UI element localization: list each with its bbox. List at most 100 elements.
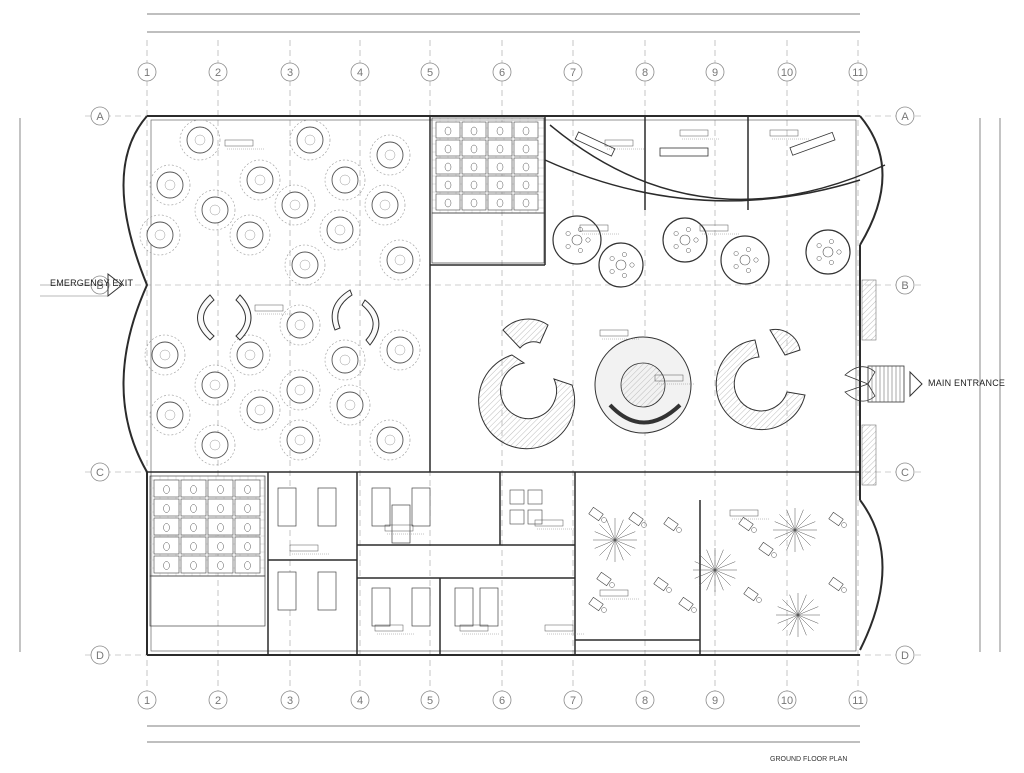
round-dining-table — [324, 159, 366, 201]
grid-bubble-col-label: 9 — [712, 695, 718, 707]
grid-bubble-col-label: 6 — [499, 67, 505, 79]
toilet-stall — [435, 157, 461, 175]
round-dining-table — [149, 164, 191, 206]
grid-bubble-col — [420, 62, 440, 82]
room-tag — [604, 139, 645, 150]
building-outline — [122, 115, 884, 656]
toilet-stall — [487, 139, 513, 157]
grid-bubble-row — [90, 645, 110, 665]
workstation — [678, 596, 697, 613]
toilet-stall — [461, 175, 487, 193]
discussion-pod — [805, 229, 851, 275]
grid-bubble-col-label: 8 — [642, 67, 648, 79]
grid-bubble-col — [705, 690, 725, 710]
planter — [693, 548, 737, 592]
toilet-stall — [180, 479, 207, 498]
grid-bubble-col-label: 7 — [570, 695, 576, 707]
toilet-stall — [461, 157, 487, 175]
toilet-stalls-upper — [435, 121, 539, 211]
toilet-stall — [234, 498, 261, 517]
workstation — [653, 576, 672, 593]
toilet-stall — [435, 121, 461, 139]
grid-bubble-row-label: C — [96, 467, 104, 479]
discussion-pod — [552, 215, 602, 265]
room-tag — [769, 129, 810, 140]
toilet-stall — [180, 498, 207, 517]
room-tag — [599, 589, 640, 600]
toilet-stall — [487, 157, 513, 175]
grid-bubble-col — [777, 690, 797, 710]
room-tag — [679, 129, 720, 140]
curved-meeting-wall — [544, 124, 886, 202]
grid-bubble-row-label: C — [901, 467, 909, 479]
grid-bubble-row-label: A — [901, 111, 909, 123]
workstation — [588, 596, 607, 613]
grid-bubble-row — [90, 462, 110, 482]
room-tag — [579, 224, 620, 235]
toilet-stall — [180, 517, 207, 536]
grid-bubble-row-label: A — [96, 111, 104, 123]
main-entrance-arrow — [909, 370, 923, 398]
main-entrance-stair — [844, 365, 905, 403]
main-entrance-label: MAIN ENTRANCE — [928, 378, 1006, 388]
grid-bubble-row — [90, 106, 110, 126]
round-dining-table — [279, 304, 321, 346]
round-dining-table — [369, 419, 411, 461]
toilet-stall — [153, 479, 180, 498]
room-tag — [654, 374, 695, 385]
toilet-stall — [153, 517, 180, 536]
toilet-stall — [435, 139, 461, 157]
grid-bubble-col-label: 1 — [144, 695, 150, 707]
room-annotation-tags — [224, 129, 810, 635]
grid-bubble-row-label: B — [901, 280, 908, 292]
toilet-stall — [513, 139, 539, 157]
grid-bubble-col — [848, 690, 868, 710]
grid-bubble-col — [492, 62, 512, 82]
grid-bubble-col-label: 4 — [357, 67, 363, 79]
grid-bubble-col-label: 3 — [287, 67, 293, 79]
round-dining-table — [149, 394, 191, 436]
grid-bubble-col-label: 1 — [144, 67, 150, 79]
grid-bubble-col — [563, 62, 583, 82]
round-dining-table — [229, 334, 271, 376]
desk — [527, 489, 543, 505]
workstation — [743, 586, 762, 603]
discussion-pods — [552, 215, 851, 288]
toilet-stall — [487, 121, 513, 139]
discussion-pod — [720, 235, 770, 285]
workstation — [628, 511, 647, 528]
round-dining-table — [194, 364, 236, 406]
room-tag — [289, 544, 330, 555]
workstation — [828, 576, 847, 593]
grid-bubble-col — [705, 62, 725, 82]
grid-bubble-col — [777, 62, 797, 82]
round-dining-table — [194, 189, 236, 231]
bed — [479, 587, 499, 627]
grid-bubble-row — [895, 645, 915, 665]
bed — [391, 504, 411, 544]
grid-bubble-row-label: D — [901, 650, 909, 662]
grid-bubble-col-label: 6 — [499, 695, 505, 707]
toilet-stall — [461, 139, 487, 157]
bed — [371, 587, 391, 627]
toilet-stall — [435, 175, 461, 193]
toilet-stall — [234, 555, 261, 574]
toilet-stalls-lower — [153, 479, 261, 574]
round-dining-table — [279, 419, 321, 461]
round-dining-table — [229, 214, 271, 256]
room-tag — [534, 519, 575, 530]
toilet-stall — [513, 193, 539, 211]
grid-bubble-col-label: 11 — [852, 695, 863, 707]
toilet-stall — [180, 536, 207, 555]
round-dining-table — [144, 334, 186, 376]
bed — [317, 571, 337, 611]
grid-bubble-row-label: B — [96, 280, 103, 292]
planter — [776, 593, 820, 637]
desk — [509, 509, 525, 525]
toilet-stall — [513, 157, 539, 175]
round-dining-table — [289, 119, 331, 161]
round-dining-table — [179, 119, 221, 161]
round-dining-table — [194, 424, 236, 466]
